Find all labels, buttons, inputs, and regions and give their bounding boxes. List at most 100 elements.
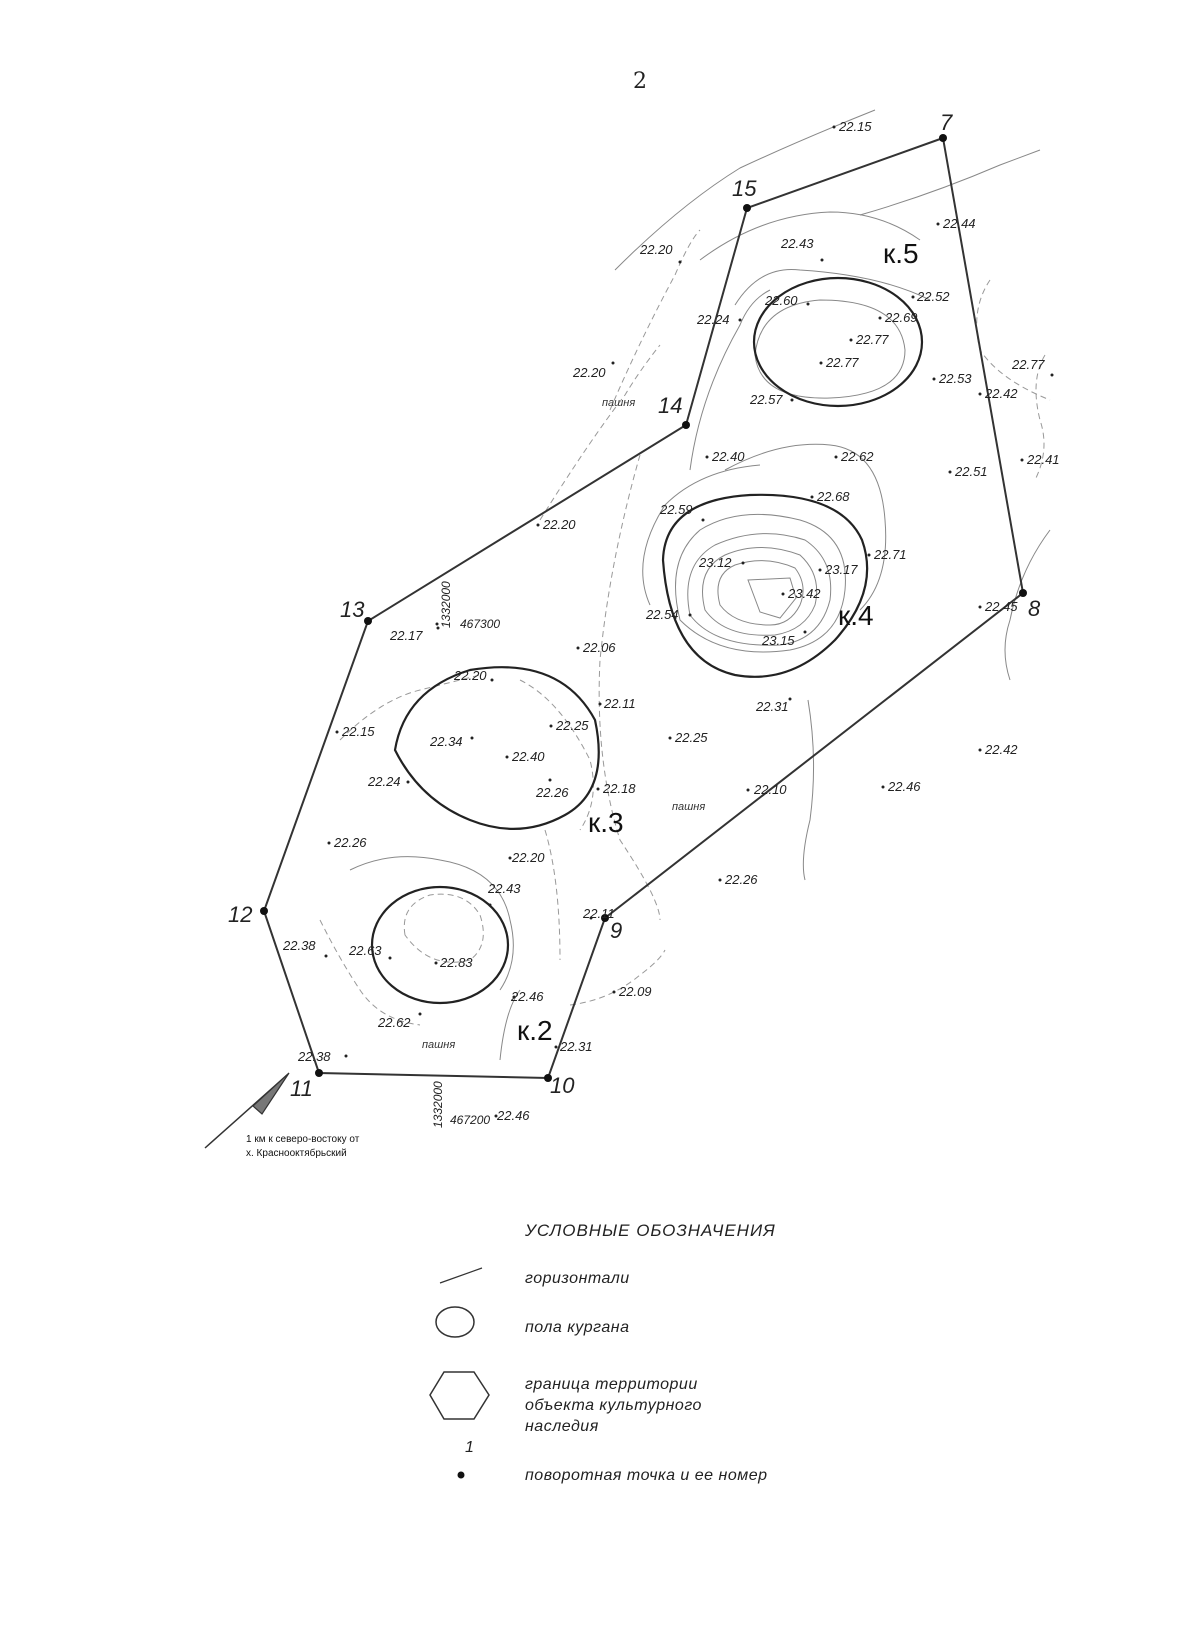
elevation-mark: 22.34 (429, 734, 474, 749)
svg-text:22.31: 22.31 (755, 699, 789, 714)
svg-text:22.77: 22.77 (1011, 357, 1045, 372)
field-label: пашня (672, 801, 705, 813)
elevation-mark: 22.45 (978, 599, 1018, 614)
elevation-mark: 22.20 (639, 242, 682, 264)
elevation-mark: 22.53 (932, 371, 972, 386)
mound-floor-k2 (370, 885, 510, 1005)
elevation-mark: 23.17 (818, 562, 858, 577)
elevation-mark: 22.46 (881, 779, 921, 794)
grid-coord-y-top: 467300 (460, 617, 500, 631)
elevation-mark: 22.59 (659, 502, 705, 522)
svg-text:22.40: 22.40 (511, 749, 545, 764)
svg-text:22.69: 22.69 (884, 310, 918, 325)
elevation-marks: 22.15 22.44 22.43 22.20 22.52 22.60 22.6… (282, 119, 1060, 1123)
contour-line (403, 893, 484, 963)
legend-territory-line3: наследия (525, 1418, 599, 1435)
elevation-mark: 22.69 (878, 310, 918, 325)
elevation-mark: 22.43 (780, 236, 824, 262)
elevation-mark: 22.20 (572, 361, 615, 380)
legend: УСЛОВНЫЕ ОБОЗНАЧЕНИЯ горизонтали пола ку… (429, 1221, 775, 1484)
elevation-mark: 22.77 (1011, 357, 1054, 377)
contour-line (339, 674, 481, 741)
elevation-mark: 23.15 (761, 630, 807, 648)
contour-line (802, 699, 815, 881)
elevation-mark: 22.83 (434, 955, 473, 970)
svg-text:23.12: 23.12 (698, 555, 732, 570)
svg-text:22.52: 22.52 (916, 289, 950, 304)
mound-floor-k3 (393, 666, 600, 830)
svg-text:22.31: 22.31 (559, 1039, 593, 1054)
elevation-mark: 22.38 (297, 1049, 348, 1064)
svg-text:22.83: 22.83 (439, 955, 473, 970)
contour-line (734, 268, 931, 306)
contour-line (539, 344, 661, 521)
point-label-10: 10 (550, 1073, 575, 1098)
svg-text:22.43: 22.43 (780, 236, 814, 251)
svg-text:22.41: 22.41 (1026, 452, 1060, 467)
svg-text:22.26: 22.26 (535, 785, 569, 800)
elevation-mark: 22.41 (1020, 452, 1060, 467)
elevation-mark: 22.77 (849, 332, 889, 347)
svg-text:22.20: 22.20 (511, 850, 545, 865)
svg-text:22.42: 22.42 (984, 386, 1018, 401)
elevation-mark: 22.42 (978, 742, 1018, 757)
contour-line (569, 949, 666, 1006)
elevation-mark: 22.38 (282, 938, 328, 958)
svg-text:22.25: 22.25 (674, 730, 708, 745)
svg-text:22.18: 22.18 (602, 781, 636, 796)
mound-label-k4: к.4 (838, 600, 874, 631)
elevation-mark: 22.09 (612, 984, 652, 999)
elevation-mark: 22.15 (832, 119, 872, 134)
contour-line (702, 547, 818, 636)
mound-label-k3: к.3 (588, 807, 624, 838)
contour-line (754, 299, 906, 399)
elevation-mark: 22.26 (327, 835, 367, 850)
contour-line (544, 829, 561, 961)
mound-label-k2: к.2 (517, 1015, 553, 1046)
elevation-mark: 22.11 (598, 696, 636, 711)
elevation-mark: 22.77 (819, 355, 859, 370)
svg-text:22.20: 22.20 (453, 668, 487, 683)
mound-labels: к.5 к.4 к.3 к.2 (517, 238, 919, 1046)
grid-coordinates: 1332000 467300 1332000 467200 (431, 581, 500, 1128)
elevation-mark: 22.15 (335, 724, 375, 739)
contour-lines (319, 109, 1051, 1061)
boundary-point-8 (1019, 589, 1027, 597)
legend-territory-line2: объекта культурного (525, 1397, 702, 1414)
elevation-mark: 22.68 (810, 489, 850, 504)
contour-line (976, 279, 1051, 401)
elevation-mark: 22.24 (696, 312, 742, 327)
elevation-mark: 22.46 (494, 1108, 530, 1123)
svg-text:22.71: 22.71 (873, 547, 907, 562)
legend-point-sample-number: 1 (465, 1439, 474, 1456)
svg-text:22.43: 22.43 (487, 881, 521, 896)
boundary-points (260, 134, 1027, 1082)
legend-contour-symbol (439, 1267, 483, 1284)
field-label: пашня (602, 397, 635, 409)
field-label: пашня (422, 1039, 455, 1051)
territory-boundary (262, 137, 1025, 1080)
elevation-mark: 22.20 (536, 517, 576, 532)
svg-text:22.20: 22.20 (639, 242, 673, 257)
svg-text:22.42: 22.42 (984, 742, 1018, 757)
svg-text:22.17: 22.17 (389, 628, 423, 643)
point-label-11: 11 (290, 1076, 313, 1101)
svg-text:22.77: 22.77 (825, 355, 859, 370)
legend-point-symbol (457, 1471, 465, 1479)
grid-coord-x-top: 1332000 (439, 581, 453, 628)
svg-text:22.10: 22.10 (753, 782, 787, 797)
svg-text:22.09: 22.09 (618, 984, 652, 999)
contour-line (699, 211, 921, 261)
point-label-14: 14 (658, 393, 682, 418)
svg-text:22.57: 22.57 (749, 392, 783, 407)
svg-text:22.25: 22.25 (555, 718, 589, 733)
svg-text:22.38: 22.38 (282, 938, 316, 953)
contour-line (499, 989, 521, 1061)
mound-floor-k4 (661, 493, 869, 678)
svg-text:22.40: 22.40 (711, 449, 745, 464)
point-label-7: 7 (940, 110, 953, 135)
elevation-mark: 22.20 (508, 850, 545, 865)
svg-text:22.63: 22.63 (348, 943, 382, 958)
boundary-point-9 (601, 914, 609, 922)
